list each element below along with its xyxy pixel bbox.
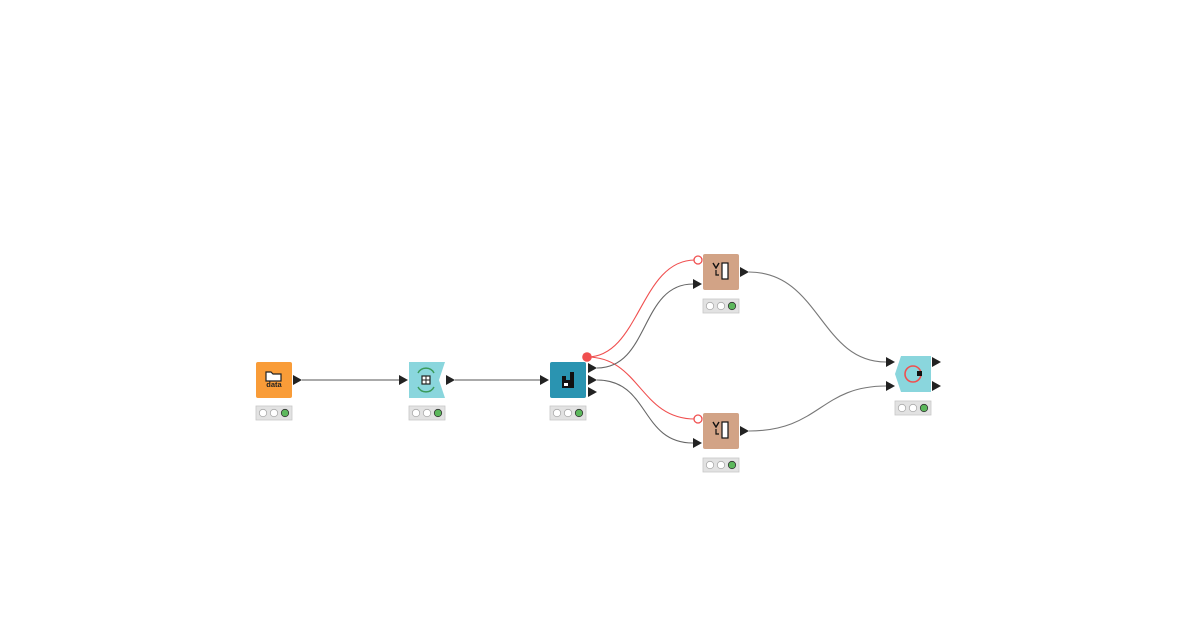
- loop-end-icon: [904, 365, 922, 383]
- status-indicator: [549, 405, 587, 421]
- node-predictor-bottom[interactable]: [693, 413, 749, 473]
- input-port-icon[interactable]: [886, 381, 895, 391]
- predictor-icon: [712, 421, 729, 439]
- connection-learner-to-predictor-bottom-model[interactable]: [586, 356, 696, 420]
- status-indicator: [894, 400, 932, 416]
- table-loop-icon: [417, 367, 435, 393]
- output-port-icon[interactable]: [932, 357, 941, 367]
- node-learner[interactable]: [540, 352, 597, 421]
- status-indicator: [702, 457, 740, 473]
- connection-learner-to-predictor-bottom-data[interactable]: [596, 379, 694, 444]
- output-port-icon[interactable]: [932, 381, 941, 391]
- status-ok-light: [727, 301, 737, 311]
- predictor-icon: [712, 262, 729, 280]
- input-port-icon[interactable]: [399, 375, 408, 385]
- input-port-icon[interactable]: [693, 279, 702, 289]
- status-ok-light: [727, 460, 737, 470]
- status-indicator: [255, 405, 293, 421]
- input-port-icon[interactable]: [886, 357, 895, 367]
- input-port-icon[interactable]: [693, 438, 702, 448]
- learner-icon: [562, 372, 574, 388]
- node-file-reader[interactable]: data: [255, 362, 302, 421]
- output-port-icon[interactable]: [588, 375, 597, 385]
- node-loop-start[interactable]: [399, 362, 455, 421]
- data-icon-text: data: [266, 380, 282, 389]
- node-body[interactable]: [895, 356, 931, 392]
- output-port-icon[interactable]: [588, 363, 597, 373]
- status-ok-light: [280, 408, 290, 418]
- connection-predictor-top-to-loop-end[interactable]: [748, 271, 887, 363]
- status-ok-light: [574, 408, 584, 418]
- status-ok-light: [919, 403, 929, 413]
- model-output-port-icon[interactable]: [582, 352, 592, 362]
- status-indicator: [408, 405, 446, 421]
- output-port-icon[interactable]: [293, 375, 302, 385]
- output-port-icon[interactable]: [446, 375, 455, 385]
- status-ok-light: [433, 408, 443, 418]
- folder-data-icon: data: [265, 371, 283, 389]
- output-port-icon[interactable]: [740, 267, 749, 277]
- model-input-port-icon[interactable]: [693, 255, 703, 265]
- connection-learner-to-predictor-top-data[interactable]: [596, 283, 694, 369]
- connection-learner-to-predictor-top-model[interactable]: [586, 259, 696, 358]
- output-port-icon[interactable]: [588, 387, 597, 397]
- node-body[interactable]: [703, 254, 739, 290]
- node-loop-end[interactable]: [886, 356, 941, 416]
- connection-predictor-bottom-to-loop-end[interactable]: [748, 385, 887, 432]
- status-indicator: [702, 298, 740, 314]
- node-predictor-top[interactable]: [693, 254, 749, 314]
- model-input-port-icon[interactable]: [693, 414, 703, 424]
- input-port-icon[interactable]: [540, 375, 549, 385]
- output-port-icon[interactable]: [740, 426, 749, 436]
- connections-layer: [302, 259, 887, 444]
- node-body[interactable]: [703, 413, 739, 449]
